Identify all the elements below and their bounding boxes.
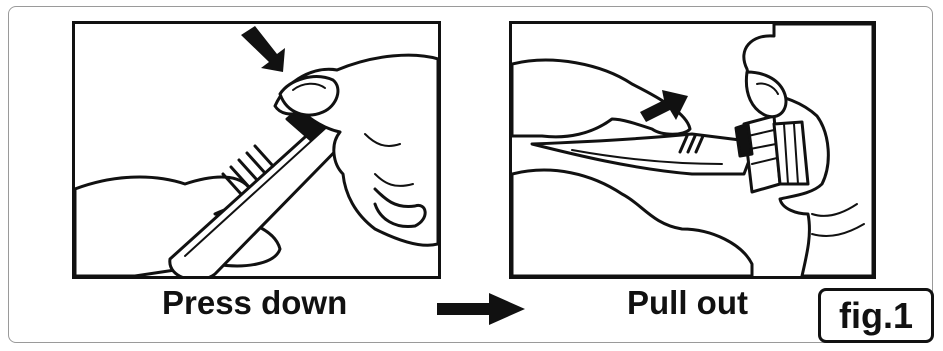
hand-pressing-pen-cap-icon <box>75 26 438 276</box>
press-down-caption: Press down <box>162 284 348 321</box>
arrow-right-icon <box>437 293 525 325</box>
figure-label: fig.1 <box>818 288 934 343</box>
pull-out-illustration <box>509 21 876 279</box>
hand-pulling-pen-needle-icon <box>512 24 873 276</box>
pull-out-caption: Pull out <box>627 284 748 321</box>
press-down-illustration <box>72 21 441 279</box>
